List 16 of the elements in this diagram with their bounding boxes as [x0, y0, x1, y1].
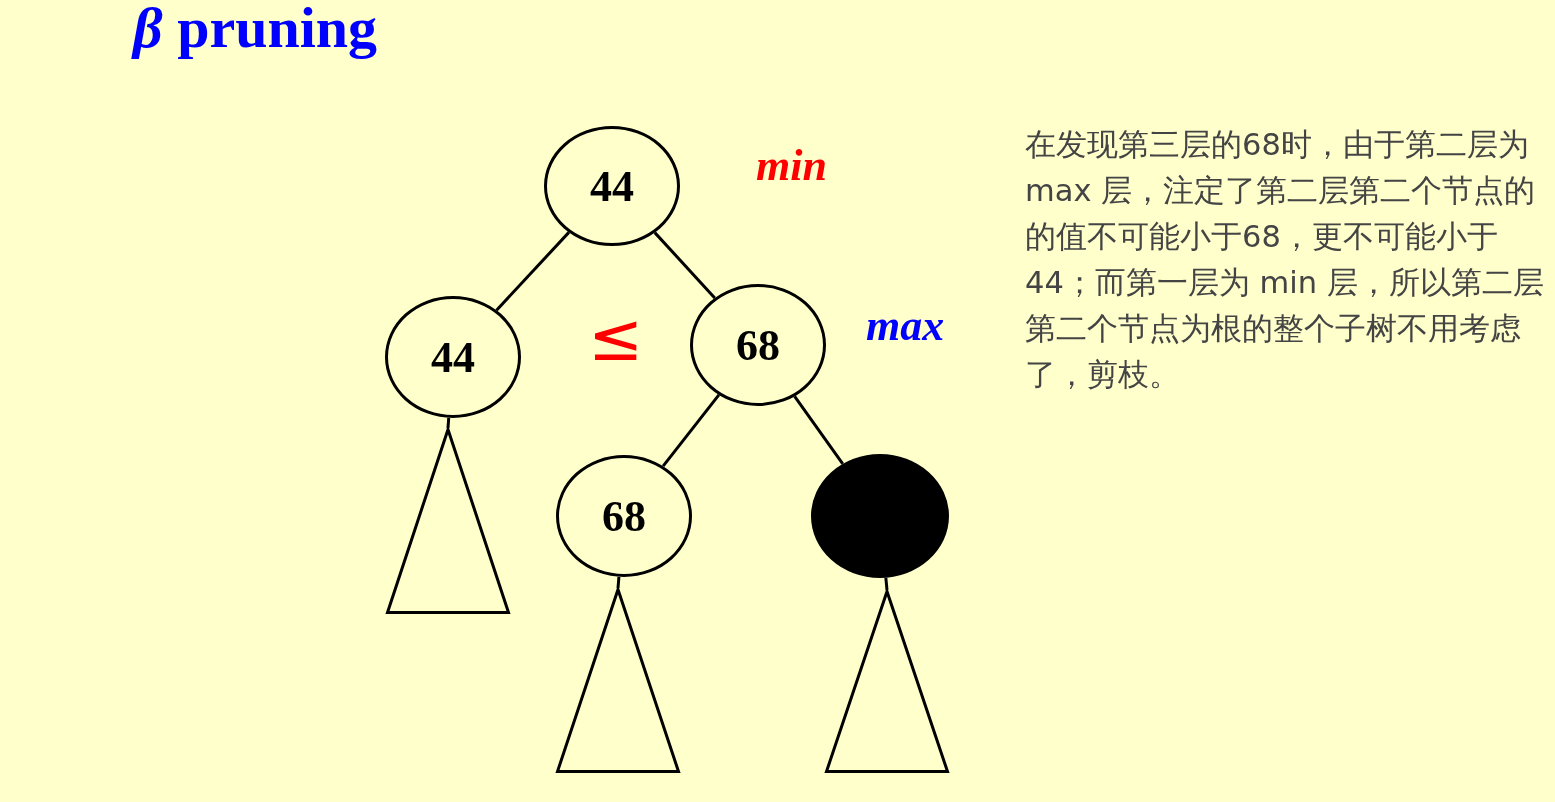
tree-node: 44 — [385, 296, 521, 418]
comparison-sign: ≤ — [588, 302, 644, 375]
subtree-triangle — [825, 590, 949, 773]
tree-node: 44 — [544, 126, 680, 246]
level-label: max — [866, 300, 945, 351]
subtree-triangle — [556, 588, 680, 773]
tree-edge — [653, 231, 716, 299]
tree-edge — [793, 395, 844, 465]
title: β pruning — [133, 0, 378, 61]
tree-edge — [661, 393, 721, 468]
explanation-text: 在发现第三层的68时，由于第二层为max 层，注定了第二层第二个节点的的值不可能小于68，更不可能小于44；而第一层为 min 层，所以第二层第二个节点为根的整个子树不用考虑了，剪枝。 — [1025, 126, 1545, 394]
subtree-triangle — [386, 428, 510, 614]
tree-edge — [495, 231, 570, 312]
tree-node: 68 — [690, 284, 826, 406]
level-label: min — [756, 140, 827, 191]
tree-node: 68 — [556, 455, 692, 577]
